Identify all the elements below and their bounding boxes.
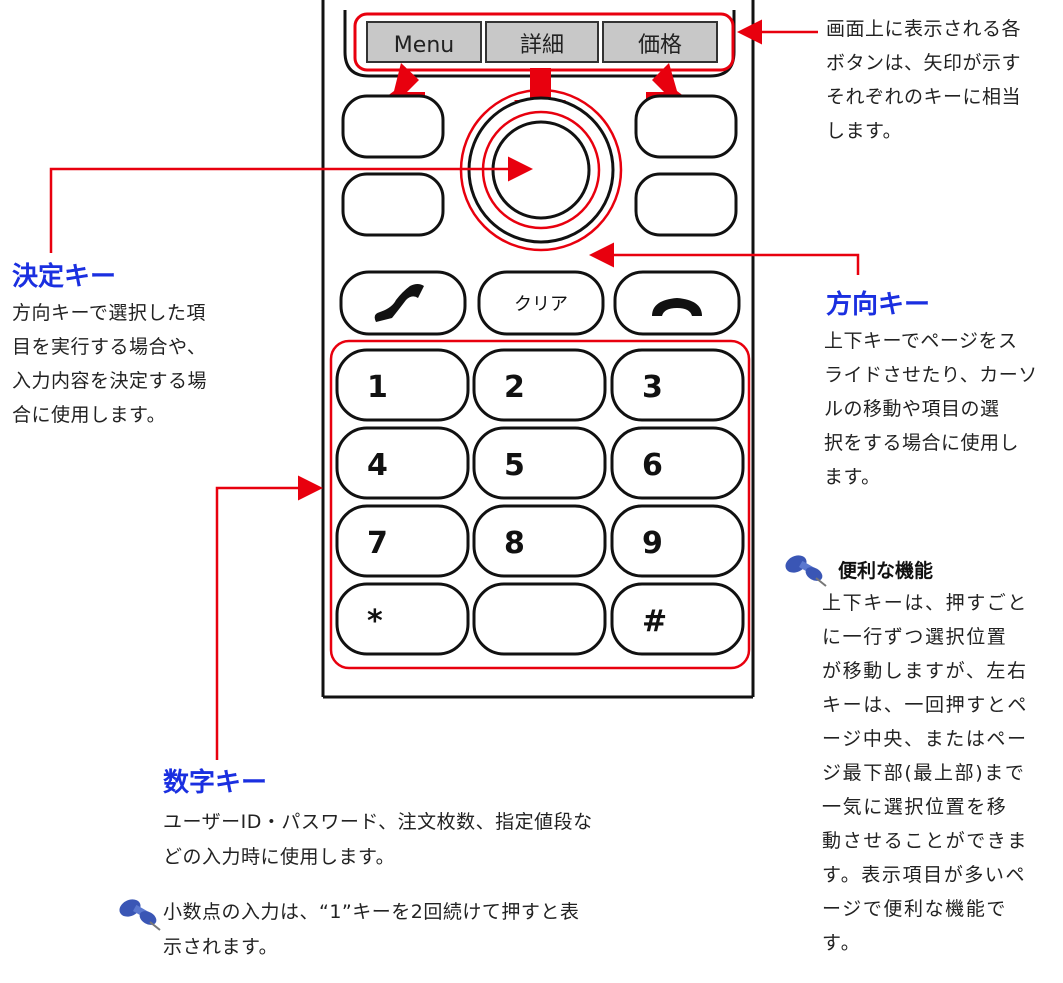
- tip-line: 上下キーは、押すごと: [822, 592, 1029, 614]
- decimal-note-line-1: 小数点の入力は、“1”キーを2回続けて押すと表: [163, 901, 580, 923]
- softkey-callout-line-1: 画面上に表示される各: [826, 18, 1022, 40]
- enter-key-desc-4: 合に使用します。: [12, 404, 167, 426]
- tip-line: 動させることができま: [822, 830, 1029, 852]
- numpad-key[interactable]: 3: [610, 348, 745, 422]
- callout-lines: [49, 19, 860, 760]
- direction-key-heading: 方向キー: [826, 290, 931, 320]
- softkey-callout-line-2: ボタンは、矢印が示す: [826, 52, 1022, 74]
- direction-key-desc-2: ライドさせたり、カーソ: [824, 364, 1038, 386]
- clear-key[interactable]: クリア: [477, 270, 605, 336]
- softkey-callout-line-4: します。: [826, 120, 903, 142]
- hangup-icon: [652, 298, 702, 316]
- enter-key-desc-3: 入力内容を決定する場: [12, 370, 208, 392]
- numpad-key-label: 9: [642, 526, 663, 561]
- numpad-key[interactable]: 8: [472, 504, 607, 578]
- numpad-key-label: 5: [504, 448, 525, 483]
- phone-receiver-icon: [374, 284, 424, 322]
- right-softkey-upper[interactable]: [634, 94, 738, 159]
- numpad-key[interactable]: 6: [610, 426, 745, 500]
- direction-key-desc-5: ます。: [824, 466, 881, 488]
- direction-key-desc-3: ルの移動や項目の選: [824, 398, 1000, 420]
- numpad-key[interactable]: 7: [335, 504, 470, 578]
- numpad-key-label: 2: [504, 370, 525, 405]
- tip-line: ージ中央、またはペー: [822, 728, 1028, 750]
- numpad-key-label: #: [642, 604, 667, 639]
- softkey-bar: Menu 詳細 価格: [353, 12, 735, 72]
- numpad-key-label: 8: [504, 526, 525, 561]
- numpad-key-label: 6: [642, 448, 663, 483]
- softkey-price[interactable]: 価格: [602, 21, 718, 63]
- pushpin-icon: [119, 899, 161, 931]
- numeric-key-desc-2: どの入力時に使用します。: [163, 846, 396, 868]
- tip-line: 一気に選択位置を移: [822, 796, 1008, 818]
- tip-line: が移動しますが、左右: [822, 660, 1028, 682]
- decimal-note-line-2: 示されます。: [163, 936, 279, 958]
- direction-key-desc-4: 択をする場合に使用し: [824, 432, 1020, 454]
- enter-key-desc-2: 目を実行する場合や、: [12, 336, 207, 358]
- right-softkey-lower[interactable]: [634, 172, 738, 237]
- left-softkey-lower[interactable]: [341, 172, 445, 237]
- numpad-key[interactable]: 5: [472, 426, 607, 500]
- left-softkey-upper[interactable]: [341, 94, 445, 159]
- clear-key-label: クリア: [514, 294, 568, 315]
- tip-heading: 便利な機能: [838, 560, 934, 582]
- numeric-callout-line: [215, 475, 323, 760]
- call-key[interactable]: [339, 270, 467, 336]
- softkey-details[interactable]: 詳細: [485, 21, 599, 63]
- numpad-key-label: 3: [642, 370, 663, 405]
- tip-line: す。: [822, 932, 862, 954]
- numeric-keypad: 1 2 3 4 5 6 7 8 9 * #: [329, 339, 751, 670]
- enter-callout-line: [49, 156, 533, 253]
- numpad-key[interactable]: #: [610, 582, 745, 656]
- direction-key-desc-1: 上下キーでページをス: [824, 330, 1018, 352]
- tip-line: キーは、一回押すとペ: [822, 694, 1029, 716]
- numpad-key[interactable]: 9: [610, 504, 745, 578]
- numeric-key-desc-1: ユーザーID・パスワード、注文枚数、指定値段な: [163, 811, 593, 833]
- numpad-key[interactable]: [472, 582, 607, 656]
- numeric-key-heading: 数字キー: [163, 768, 268, 798]
- tip-line: す。表示項目が多いペ: [822, 864, 1027, 886]
- softkey-price-label: 価格: [638, 33, 682, 58]
- end-call-key[interactable]: [613, 270, 741, 336]
- softkey-callout-line-3: それぞれのキーに相当: [826, 86, 1022, 108]
- numpad-key[interactable]: 4: [335, 426, 470, 500]
- tip-line: ジ最下部(最上部)まで: [822, 762, 1026, 784]
- enter-key-desc-1: 方向キーで選択した項: [12, 302, 206, 324]
- numpad-key-label: *: [367, 604, 383, 639]
- enter-key-heading: 決定キー: [12, 262, 117, 292]
- tip-line: ージで便利な機能で: [822, 898, 1008, 920]
- numpad-key[interactable]: 1: [335, 348, 470, 422]
- softkey-details-label: 詳細: [520, 33, 564, 58]
- pushpin-icon: [785, 555, 827, 587]
- softkey-menu[interactable]: Menu: [366, 21, 482, 63]
- numpad-key-label: 1: [367, 370, 388, 405]
- numpad-key[interactable]: 2: [472, 348, 607, 422]
- softkey-menu-label: Menu: [394, 33, 454, 58]
- direction-callout-line: [589, 242, 860, 275]
- numpad-key-label: 7: [367, 526, 388, 561]
- tip-line: に一行ずつ選択位置: [822, 626, 1008, 648]
- numpad-key-label: 4: [367, 448, 388, 483]
- numpad-key[interactable]: *: [335, 582, 470, 656]
